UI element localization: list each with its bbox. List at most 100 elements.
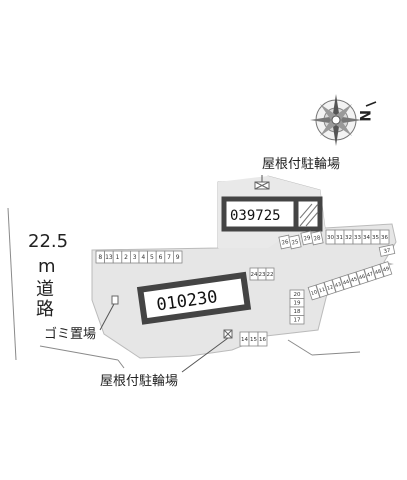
parking-slot-number: 3 xyxy=(133,254,137,261)
parking-slot-number: 6 xyxy=(159,254,163,261)
parking-slot: 23 xyxy=(257,267,267,281)
road-char-1: 道 xyxy=(36,279,54,300)
garbage-label: ゴミ置場 xyxy=(44,326,96,342)
road-char-2: 路 xyxy=(36,299,54,320)
parking-slot: 17 xyxy=(289,315,305,325)
garbage-pointer xyxy=(99,303,115,331)
parking-slot-number: 35 xyxy=(372,235,379,241)
parking-far-right: 37 xyxy=(378,244,396,257)
parking-slot: 5 xyxy=(147,250,157,264)
parking-slot-number: 46 xyxy=(358,274,366,282)
parking-slot-number: 37 xyxy=(383,248,392,255)
parking-slot-number: 25 xyxy=(291,239,300,246)
parking-slot-number: 24 xyxy=(251,272,258,278)
parking-slot-number: 12 xyxy=(326,284,334,292)
building-main: 010230 xyxy=(136,271,252,325)
parking-slot: 25 xyxy=(288,234,302,250)
parking-slot-number: 29 xyxy=(303,235,312,242)
building-upper-id: 039725 xyxy=(230,208,281,224)
parking-slot: 12 xyxy=(323,279,337,296)
parking-slot-number: 49 xyxy=(382,266,390,274)
parking-slot: 4 xyxy=(138,250,149,264)
parking-slot-number: 1 xyxy=(116,254,120,261)
bike-parking-top-label: 屋根付駐輪場 xyxy=(262,156,340,172)
parking-slot-number: 45 xyxy=(350,276,358,284)
parking-slot-number: 22 xyxy=(267,272,274,278)
parking-slot-number: 32 xyxy=(345,235,352,241)
parking-slot-number: 14 xyxy=(241,337,248,343)
parking-slot-number: 8 xyxy=(98,254,102,261)
bike-parking-bottom-label: 屋根付駐輪場 xyxy=(100,373,178,389)
parking-slot-number: 31 xyxy=(336,235,343,241)
parking-slot-number: 7 xyxy=(167,254,171,261)
parking-slot: 13 xyxy=(104,250,114,264)
parking-slot-number: 2 xyxy=(124,254,128,261)
parking-slot: 16 xyxy=(257,331,268,347)
parking-slot-number: 5 xyxy=(150,254,154,261)
compass-icon: N xyxy=(310,94,377,146)
parking-slot: 18 xyxy=(289,306,305,316)
parking-slot-number: 28 xyxy=(313,235,322,242)
parking-slot-number: 30 xyxy=(327,235,334,241)
parking-slot-number: 4 xyxy=(141,254,145,261)
parking-slot-number: 43 xyxy=(334,282,342,290)
parking-slot-number: 10 xyxy=(310,289,318,297)
parking-slot-number: 20 xyxy=(294,292,301,298)
parking-slot-number: 19 xyxy=(294,301,301,307)
parking-slot-number: 18 xyxy=(294,309,301,315)
bike-parking-bottom-pointer xyxy=(181,337,229,373)
parking-slot: 32 xyxy=(343,229,354,245)
parking-slot: 15 xyxy=(248,331,259,347)
parking-slot: 6 xyxy=(155,250,166,264)
parking-slot: 11 xyxy=(315,281,329,298)
parking-slot: 43 xyxy=(331,276,345,293)
parking-slot-number: 11 xyxy=(318,287,326,295)
road-width-label: 22.5 xyxy=(28,231,68,252)
parking-slot-number: 26 xyxy=(281,239,290,246)
parking-slot-number: 33 xyxy=(354,235,361,241)
parking-slot: 44 xyxy=(339,274,353,291)
parking-slot-number: 44 xyxy=(342,279,350,287)
compass-north-label: N xyxy=(356,110,372,122)
parking-slot-number: 36 xyxy=(381,235,388,241)
bike-parking-top-icon xyxy=(254,181,270,190)
parking-slot-number: 16 xyxy=(259,337,266,343)
parking-slot: 10 xyxy=(307,284,321,301)
parking-slot-number: 23 xyxy=(259,272,266,278)
garbage-area-icon xyxy=(111,295,119,305)
road-label: 22.5 m 道 路 xyxy=(28,231,68,320)
parking-slot: 30 xyxy=(325,229,336,245)
parking-slot: 37 xyxy=(378,244,396,257)
parking-slot-number: 13 xyxy=(105,254,113,261)
bike-parking-bottom-icon xyxy=(223,329,233,339)
building-upper: 039725 xyxy=(221,196,323,232)
parking-slot: 7 xyxy=(164,250,174,264)
parking-slot: 35 xyxy=(370,229,381,245)
parking-slot: 34 xyxy=(361,229,372,245)
parking-slot: 24 xyxy=(249,267,259,281)
road-lines xyxy=(7,207,361,369)
parking-slot: 19 xyxy=(289,298,305,308)
parking-slot: 22 xyxy=(265,267,275,281)
parking-slot-number: 15 xyxy=(250,337,257,343)
parking-slot: 33 xyxy=(352,229,363,245)
parking-slot: 8 xyxy=(95,250,106,264)
parking-slot: 2 xyxy=(121,250,131,264)
parking-slot: 46 xyxy=(355,268,369,285)
road-unit-label: m xyxy=(38,256,56,277)
parking-slot: 45 xyxy=(347,271,361,288)
parking-slot-number: 47 xyxy=(366,271,374,279)
parking-slot-number: 48 xyxy=(374,269,382,277)
parking-slot: 48 xyxy=(371,263,385,280)
parking-slot: 31 xyxy=(334,229,345,245)
parking-slot: 49 xyxy=(379,261,393,278)
parking-slot: 47 xyxy=(363,266,377,283)
